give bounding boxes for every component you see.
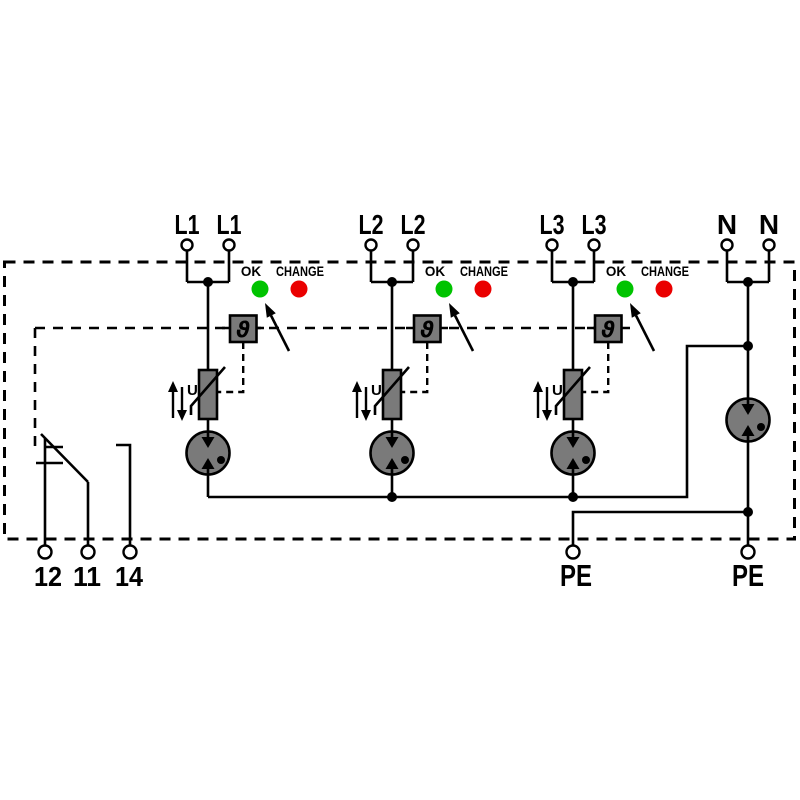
thermal-disconnect-label: ϑ (601, 318, 615, 342)
enclosure (3, 260, 796, 541)
led-ok (435, 280, 453, 298)
thermal-disconnect-label: ϑ (236, 318, 250, 342)
terminal-circle (180, 238, 194, 252)
thermal-disconnect-symbol: ϑ (222, 314, 264, 344)
varistor-symbol (554, 366, 591, 421)
device-outline-dashed (3, 260, 796, 541)
neutral-module: N N PE (717, 209, 779, 593)
terminal-circle (122, 544, 138, 560)
terminal-label: 11 (73, 561, 101, 592)
terminal-circle (545, 238, 559, 252)
terminal-label: L3 (582, 209, 607, 240)
terminal-circle (37, 544, 53, 560)
terminal-label: N (759, 209, 779, 240)
voltage-arrows-icon: U (352, 381, 382, 421)
change-label: CHANGE (460, 264, 508, 279)
terminal-circle (762, 238, 776, 252)
terminal-label: L2 (401, 209, 426, 240)
indicator-arrow-icon (449, 303, 475, 352)
led-change (474, 280, 492, 298)
terminal-label: 12 (34, 561, 62, 592)
pe-terminal-circle (565, 544, 581, 560)
bus-and-pe: PE (208, 344, 748, 593)
gas-discharge-tube-symbol (369, 430, 415, 476)
phase-module-l2: L2 L2 ϑ U (352, 209, 508, 497)
led-change (655, 280, 673, 298)
terminal-label: 14 (115, 561, 143, 592)
thermal-disconnect-symbol: ϑ (587, 314, 629, 344)
changeover-switch-icon (36, 433, 132, 546)
ok-label: OK (606, 264, 627, 279)
terminal-circle (364, 238, 378, 252)
ok-label: OK (241, 264, 262, 279)
gas-dot (757, 423, 765, 431)
terminal-label: L3 (540, 209, 565, 240)
terminal-label: L1 (217, 209, 242, 240)
voltage-label: U (187, 382, 198, 399)
terminal-circle (80, 544, 96, 560)
gas-discharge-tube-symbol (550, 430, 596, 476)
thermal-disconnect-label: ϑ (420, 318, 434, 342)
terminal-circle (587, 238, 601, 252)
gas-discharge-tube-symbol (725, 397, 771, 443)
pe-label: PE (560, 558, 592, 593)
voltage-label: U (552, 382, 563, 399)
mechanical-linkage-dashed (217, 342, 245, 394)
junction-dot (387, 492, 397, 502)
remote-signal-contact: 12 11 14 (34, 433, 143, 592)
led-ok (251, 280, 269, 298)
change-label: CHANGE (641, 264, 689, 279)
ok-label: OK (425, 264, 446, 279)
gas-discharge-tube-symbol (185, 430, 231, 476)
terminal-label: L1 (175, 209, 200, 240)
gas-dot (217, 456, 225, 464)
terminal-label: N (717, 209, 737, 240)
varistor-symbol (373, 366, 410, 421)
voltage-label: U (371, 382, 382, 399)
pe-label: PE (732, 558, 764, 593)
gas-dot (401, 456, 409, 464)
varistor-symbol (189, 366, 226, 421)
pe-terminal-circle (740, 544, 756, 560)
change-label: CHANGE (276, 264, 324, 279)
thermal-disconnect-symbol: ϑ (406, 314, 448, 344)
voltage-arrows-icon: U (533, 381, 563, 421)
gas-dot (582, 456, 590, 464)
indicator-arrow-icon (630, 303, 656, 352)
terminal-circle (720, 238, 734, 252)
phase-module-l3: L3 L3 ϑ U (533, 209, 689, 497)
varistor-diagonal (189, 366, 226, 415)
terminal-label: L2 (359, 209, 384, 240)
switch-arm (40, 433, 89, 483)
voltage-arrows-icon: U (168, 381, 198, 421)
led-change (290, 280, 308, 298)
mechanical-linkage-dashed (401, 342, 429, 394)
spd-bus-line (208, 344, 748, 499)
varistor-diagonal (554, 366, 591, 415)
varistor-diagonal (373, 366, 410, 415)
led-ok (616, 280, 634, 298)
pe-line (571, 510, 748, 546)
terminal-circle (222, 238, 236, 252)
mechanical-linkage-dashed (582, 342, 610, 394)
junction-dot (568, 492, 578, 502)
phase-module-l1: L1 L1 ϑ U (168, 209, 324, 497)
terminal-circle (406, 238, 420, 252)
contact-line-14 (116, 443, 132, 546)
indicator-arrow-icon (265, 303, 291, 352)
